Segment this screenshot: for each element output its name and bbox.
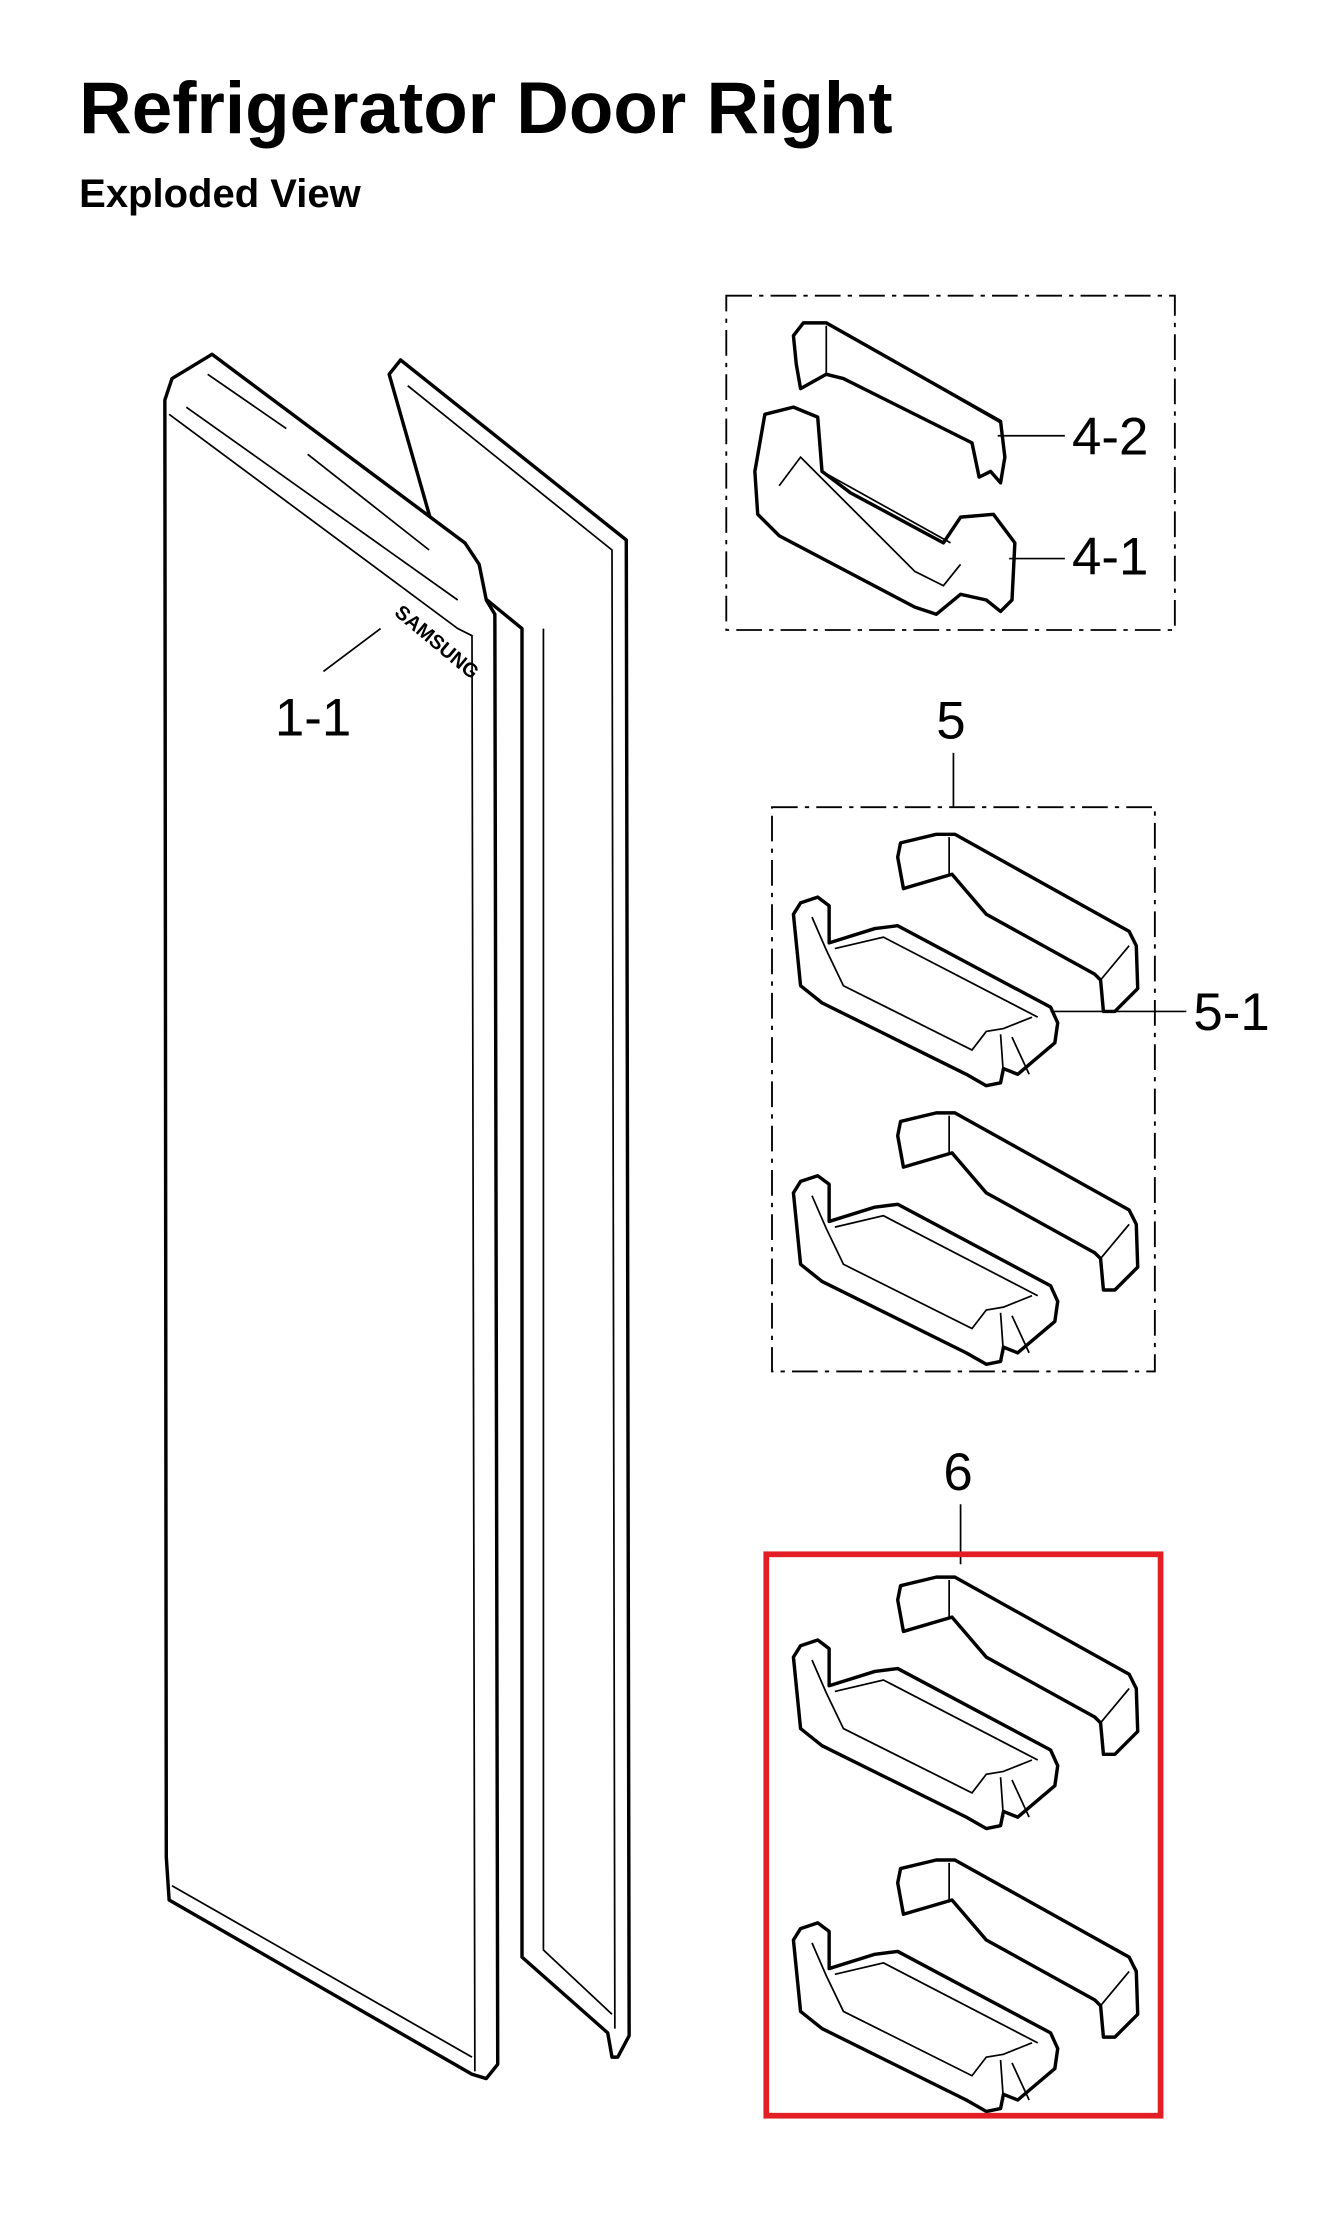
page-title: Refrigerator Door Right [79, 68, 892, 149]
bin-pair-6-top[interactable] [791, 1575, 1140, 1831]
group-6-highlight-box[interactable] [763, 1551, 1164, 2119]
callout-1-1[interactable]: 1-1 [275, 689, 351, 748]
leader-line-1-1 [322, 627, 382, 673]
bin-pair-5-1-bottom[interactable] [791, 1111, 1140, 1367]
callout-5[interactable]: 5 [936, 692, 965, 751]
door-guard-cover-4-2[interactable] [791, 321, 1007, 485]
group-5-boundary [771, 806, 1156, 1373]
group-4-boundary [725, 294, 1176, 631]
bin-pair-6-bottom[interactable] [791, 1858, 1140, 2114]
bin-pair-5-1-top[interactable] [791, 832, 1140, 1088]
refrigerator-door: SAMSUNG 1-1 [163, 352, 631, 2081]
door-guard-bin-4-1[interactable] [753, 405, 1017, 616]
callout-4-1[interactable]: 4-1 [1072, 527, 1148, 586]
page-subtitle: Exploded View [79, 172, 361, 216]
callout-6[interactable]: 6 [943, 1443, 972, 1502]
callout-4-2[interactable]: 4-2 [1072, 407, 1148, 466]
callout-5-1[interactable]: 5-1 [1193, 983, 1269, 1042]
